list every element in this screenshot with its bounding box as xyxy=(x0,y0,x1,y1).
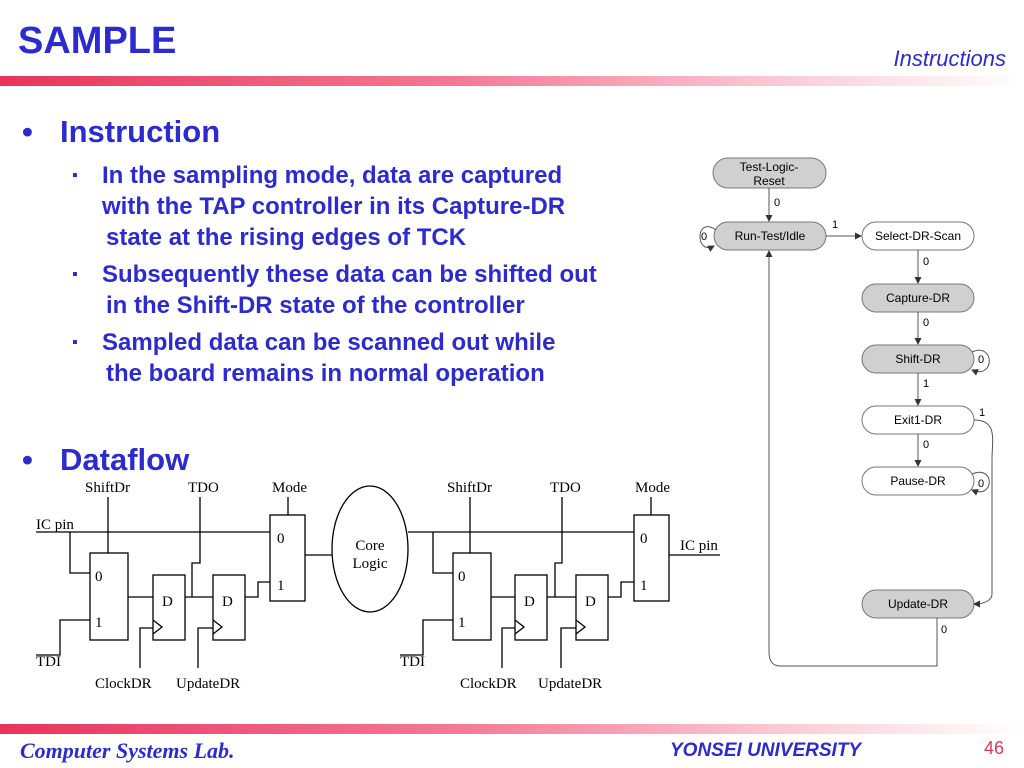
state-run-test-idle: Run-Test/Idle xyxy=(713,221,827,251)
transition-label: 1 xyxy=(923,378,929,390)
bullet-dataflow: • Dataflow xyxy=(22,442,189,478)
core-logic: Core Logic xyxy=(331,485,409,613)
transition-pause-self xyxy=(971,471,990,496)
svg-text:Exit1-DR: Exit1-DR xyxy=(894,413,942,427)
svg-text:Update-DR: Update-DR xyxy=(888,597,948,611)
transition-shift-self xyxy=(971,349,990,376)
svg-text:0: 0 xyxy=(458,569,466,585)
section-label: Instructions xyxy=(893,46,1007,71)
svg-text:0: 0 xyxy=(95,569,103,585)
flipflop-capture xyxy=(152,574,186,641)
transition-label: 0 xyxy=(701,231,707,243)
boundary-cell-left: ShiftDr TDO Mode IC pin TDI ClockDR Upda… xyxy=(36,480,332,692)
transition-exit1-update xyxy=(973,419,994,608)
transition-label: 1 xyxy=(832,219,838,231)
label-tdo: TDO xyxy=(188,480,219,496)
transition-label: 0 xyxy=(923,317,929,329)
svg-text:Core: Core xyxy=(355,538,385,554)
svg-text:Test-Logic-: Test-Logic- xyxy=(740,160,799,174)
sub-bullet-3-line-2: the board remains in normal operation xyxy=(106,360,545,387)
svg-text:Capture-DR: Capture-DR xyxy=(886,291,950,305)
bullet-dot-icon: • xyxy=(22,114,33,149)
sub-bullet-1-line-1: In the sampling mode, data are captured xyxy=(102,162,563,189)
page-title: SAMPLE xyxy=(18,20,177,62)
svg-text:Select-DR-Scan: Select-DR-Scan xyxy=(875,229,961,243)
bullet-dataflow-text: Dataflow xyxy=(60,442,190,477)
transition-label: 0 xyxy=(923,439,929,451)
header-divider xyxy=(0,76,1024,86)
svg-text:D: D xyxy=(222,594,233,610)
sub-bullet-1: ▪ In the sampling mode, data are capture… xyxy=(72,160,565,253)
svg-text:D: D xyxy=(585,594,596,610)
label-ic-pin: IC pin xyxy=(680,538,718,554)
footer-university: YONSEI UNIVERSITY xyxy=(670,740,862,761)
svg-text:Shift-DR: Shift-DR xyxy=(895,352,941,366)
state-pause-dr: Pause-DR xyxy=(861,466,975,496)
footer-lab: Computer Systems Lab. xyxy=(20,738,235,763)
transition-label: 0 xyxy=(978,478,984,490)
sub-bullet-3-line-1: Sampled data can be scanned out while xyxy=(102,329,556,356)
svg-text:0: 0 xyxy=(640,531,648,547)
svg-text:Logic: Logic xyxy=(353,556,388,572)
flipflop-update xyxy=(575,574,609,641)
svg-text:D: D xyxy=(524,594,535,610)
svg-text:Pause-DR: Pause-DR xyxy=(890,474,946,488)
label-shiftdr: ShiftDr xyxy=(85,480,130,496)
transition-update-rti xyxy=(765,250,938,667)
label-clockdr: ClockDR xyxy=(460,676,517,692)
svg-text:Reset: Reset xyxy=(753,174,785,188)
label-tdo: TDO xyxy=(550,480,581,496)
label-ic-pin: IC pin xyxy=(36,517,74,533)
svg-text:Run-Test/Idle: Run-Test/Idle xyxy=(735,229,806,243)
state-update-dr: Update-DR xyxy=(861,589,975,619)
transition-label: 1 xyxy=(979,407,985,419)
svg-text:1: 1 xyxy=(95,615,103,631)
svg-text:0: 0 xyxy=(277,531,285,547)
sub-bullet-3: ▪ Sampled data can be scanned out while … xyxy=(72,327,555,389)
flipflop-update xyxy=(212,574,246,641)
transition-label: 0 xyxy=(978,354,984,366)
label-mode: Mode xyxy=(635,480,670,496)
label-shiftdr: ShiftDr xyxy=(447,480,492,496)
state-select-dr-scan: Select-DR-Scan xyxy=(861,221,975,251)
transition-label: 0 xyxy=(923,256,929,268)
label-mode: Mode xyxy=(272,480,307,496)
square-bullet-icon: ▪ xyxy=(72,266,78,283)
square-bullet-icon: ▪ xyxy=(72,167,78,184)
flipflop-capture xyxy=(514,574,548,641)
transition-rti-self xyxy=(699,226,717,252)
bullet-dot-icon: • xyxy=(22,442,33,477)
sub-bullet-1-line-2: with the TAP controller in its Capture-D… xyxy=(102,193,566,220)
bullet-instruction-text: Instruction xyxy=(60,114,221,149)
boundary-cell-right: ShiftDr TDO Mode IC pin TDI ClockDR Upda… xyxy=(400,480,720,692)
transition-label: 0 xyxy=(774,197,780,209)
svg-text:1: 1 xyxy=(458,615,466,631)
svg-text:1: 1 xyxy=(277,578,285,594)
sub-bullet-2-line-1: Subsequently these data can be shifted o… xyxy=(102,261,597,288)
mux-output xyxy=(269,514,306,602)
bullet-instruction: • Instruction xyxy=(22,114,220,150)
label-updatedr: UpdateDR xyxy=(176,676,240,692)
square-bullet-icon: ▪ xyxy=(72,334,78,351)
label-tdi: TDI xyxy=(36,654,61,670)
footer-divider xyxy=(0,724,1024,734)
sub-bullet-2-line-2: in the Shift-DR state of the controller xyxy=(106,292,525,319)
label-tdi: TDI xyxy=(400,654,425,670)
state-capture-dr: Capture-DR xyxy=(861,283,975,313)
label-clockdr: ClockDR xyxy=(95,676,152,692)
svg-text:1: 1 xyxy=(640,578,648,594)
svg-text:D: D xyxy=(162,594,173,610)
state-shift-dr: Shift-DR xyxy=(861,344,975,374)
sub-bullet-1-line-3: state at the rising edges of TCK xyxy=(106,224,467,251)
transition-label: 0 xyxy=(941,624,947,636)
page-number: 46 xyxy=(983,738,1004,758)
label-updatedr: UpdateDR xyxy=(538,676,602,692)
state-exit1-dr: Exit1-DR xyxy=(861,405,975,435)
sub-bullet-2: ▪ Subsequently these data can be shifted… xyxy=(72,259,597,321)
